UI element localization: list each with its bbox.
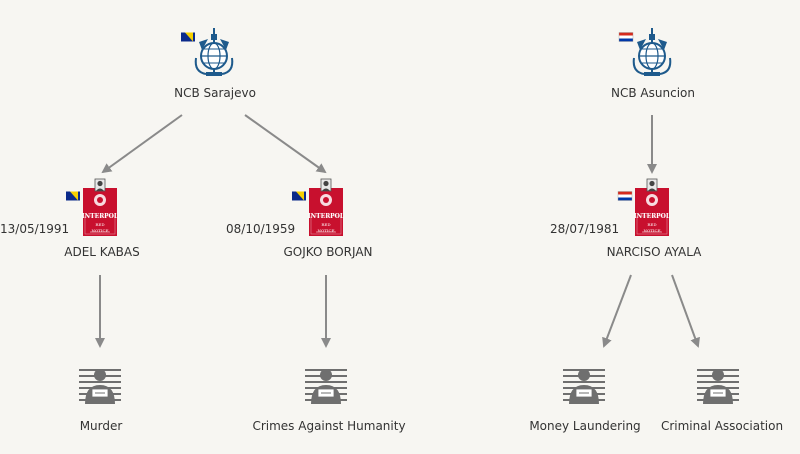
ncb-label: NCB Asuncion: [611, 86, 695, 100]
paraguay-flag-icon: [618, 32, 634, 42]
ncb-label: NCB Sarajevo: [174, 86, 256, 100]
person-name: NARCISO AYALA: [606, 245, 702, 259]
person-dob: 08/10/1959: [226, 222, 296, 236]
notice-org-text: INTERPOL: [308, 213, 345, 220]
person-name: ADEL KABAS: [64, 245, 140, 259]
prisoner-icon[interactable]: [304, 368, 348, 405]
prisoner-icon[interactable]: [696, 368, 740, 405]
person-dob: 28/07/1981: [550, 222, 620, 236]
person-node-gojko-borjan[interactable]: INTERPOL RED NOTICE: [292, 178, 345, 237]
edge-narciso-ayala-to-criminal-association: [671, 274, 700, 348]
mugshot-icon: [94, 178, 106, 192]
notice-kind-text: RED: [647, 222, 656, 227]
crime-label: Crimes Against Humanity: [252, 419, 406, 433]
mugshot-icon: [646, 178, 658, 192]
notice-org-text: INTERPOL: [634, 213, 671, 220]
mugshot-icon: [320, 178, 332, 192]
edge-narciso-ayala-to-money-laundering: [602, 274, 632, 348]
notice-word-text: NOTICE: [317, 228, 334, 233]
bosnia-flag-icon: [292, 191, 306, 201]
paraguay-flag-icon: [617, 191, 633, 201]
ncb-node-sarajevo[interactable]: [181, 27, 234, 77]
notice-word-text: NOTICE: [91, 228, 108, 233]
edge-ncb-sarajevo-to-gojko-borjan: [244, 114, 327, 174]
notice-org-text: INTERPOL: [82, 213, 119, 220]
bosnia-flag-icon: [181, 32, 195, 42]
interpol-globe-icon: [194, 27, 234, 77]
prisoner-icon[interactable]: [78, 368, 122, 405]
notice-kind-text: RED: [95, 222, 104, 227]
prisoner-icon[interactable]: [562, 368, 606, 405]
edges: [95, 114, 700, 348]
bosnia-flag-icon: [66, 191, 80, 201]
notice-word-text: NOTICE: [643, 228, 660, 233]
person-name: GOJKO BORJAN: [283, 245, 373, 259]
person-node-adel-kabas[interactable]: INTERPOL RED NOTICE: [66, 178, 119, 237]
person-node-narciso-ayala[interactable]: INTERPOL RED NOTICE: [617, 178, 671, 237]
ncb-node-asuncion[interactable]: [618, 27, 672, 77]
interpol-globe-icon: [632, 27, 672, 77]
person-dob: 13/05/1991: [0, 222, 70, 236]
crime-label: Criminal Association: [660, 419, 784, 433]
notice-kind-text: RED: [321, 222, 330, 227]
crime-label: Murder: [79, 419, 123, 433]
crime-label: Money Laundering: [529, 419, 641, 433]
edge-ncb-sarajevo-to-adel-kabas: [101, 114, 183, 174]
